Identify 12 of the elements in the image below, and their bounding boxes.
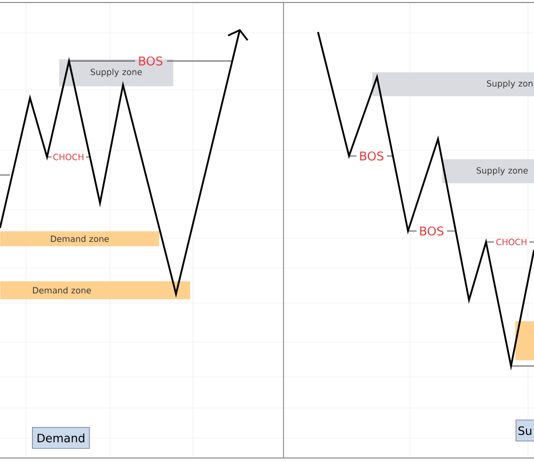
zone-box: Supply zon [372,72,534,96]
zone-box [515,321,534,360]
level-label: BOS [139,56,162,66]
level-label: CHOCH [53,154,84,160]
level-label: BOS [420,226,444,236]
tag-box: Su [516,420,534,442]
level-label: CHOCH [496,238,526,246]
zone-box: Demand zone [0,281,190,300]
zone-box: Supply zone [442,159,534,184]
tag-box: Demand [32,427,90,449]
level-label: BOS [360,151,384,161]
zone-box: Demand zone [0,231,160,246]
